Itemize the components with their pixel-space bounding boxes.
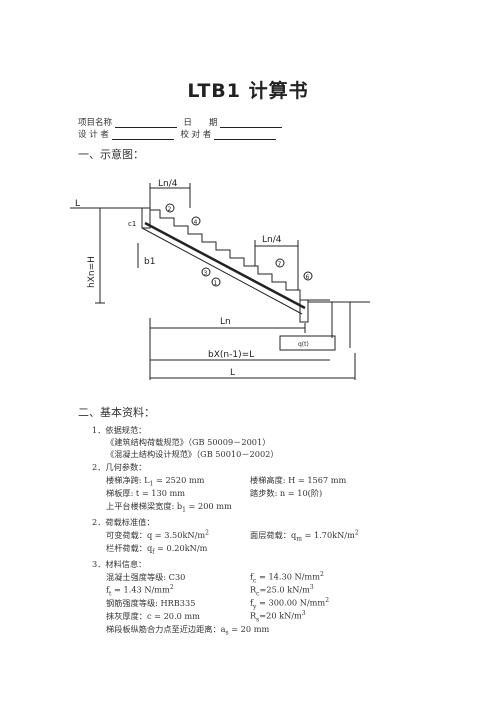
section-diagram-heading: 一、示意图： <box>78 148 144 161</box>
mat-as: 梯段板纵筋合力点至近边距离：as = 20 mm <box>106 624 270 637</box>
bottom-beam <box>299 299 309 323</box>
label-n1: 1 <box>214 280 218 287</box>
geo-n: 踏步数: n = 10(阶) <box>250 488 323 498</box>
meta-row-2: 设 计 者 校 对 者 <box>78 128 280 140</box>
marker-2 <box>165 203 175 213</box>
mat-rs: Rs=20 kN/m3 <box>250 610 306 624</box>
stair-diagram: L Ln/4 Ln/4 c1 b1 hXn=H Ln bX(n-1)=L L q… <box>70 179 370 380</box>
label-n2: 2 <box>168 206 172 213</box>
label-c1: c1 <box>128 220 136 228</box>
mat-ft: ft = 1.43 N/mm2 <box>106 584 174 598</box>
load-qm: 面层荷载：qm = 1.70kN/m2 <box>250 529 359 543</box>
spec-1: 《建筑结构荷载规范》（GB 50009－2001） <box>106 437 271 447</box>
label-q: q(t) <box>298 341 309 348</box>
load-qf: 栏杆荷载：qf = 0.20kN/m <box>106 543 208 556</box>
geo-b: 上平台楼梯梁宽度: b1 = 200 mm <box>106 501 232 514</box>
label-height: hXn=H <box>87 256 97 288</box>
marker-6 <box>303 271 313 281</box>
project-blank <box>114 118 177 128</box>
marker-7 <box>275 258 285 268</box>
checker-label: 校 对 者 <box>180 130 212 140</box>
mat-steel: 钢筋强度等级: HRB335 <box>106 598 196 608</box>
label-bn: bX(n-1)=L <box>208 350 254 360</box>
marker-1 <box>211 277 221 287</box>
label-ln4-top: Ln/4 <box>158 179 178 189</box>
designer-label: 设 计 者 <box>78 130 109 140</box>
geo-title: 2．几何参数： <box>92 462 147 472</box>
label-ln4-right: Ln/4 <box>262 235 282 245</box>
geo-h: 楼梯高度: H = 1567 mm <box>250 475 347 485</box>
mat-title: 3．材料信息： <box>92 559 147 569</box>
mat-fy: fy = 300.00 N/mm2 <box>250 597 330 611</box>
date-blank <box>220 118 283 128</box>
checker-blank <box>213 130 276 140</box>
top-beam <box>141 207 151 229</box>
label-n7: 7 <box>278 261 282 268</box>
marker-4 <box>191 216 201 226</box>
step-profile <box>150 209 330 301</box>
page-title: LTB1 计算书 <box>187 80 309 102</box>
label-l: L <box>230 368 235 378</box>
geo-t: 梯板厚: t = 130 mm <box>106 488 186 498</box>
label-n4: 4 <box>194 219 198 226</box>
label-n3: 3 <box>204 270 208 277</box>
specs-title: 1．依据规范： <box>92 425 147 435</box>
label-ln: Ln <box>220 317 231 327</box>
slab-bottom-line <box>141 227 303 315</box>
load-title: 2．荷载标准值： <box>92 517 155 527</box>
date-label: 日 期 <box>183 118 218 128</box>
mat-fc: fc = 14.30 N/mm2 <box>250 571 324 585</box>
section-basic-heading: 二、基本资料： <box>78 406 155 419</box>
load-q: 可变荷载：q = 3.50kN/m2 <box>106 529 209 540</box>
label-l-top: L <box>75 199 80 209</box>
mat-rc: Rc=25.0 kN/m3 <box>250 584 314 598</box>
marker-3 <box>201 267 211 277</box>
q-load-box <box>279 335 336 351</box>
designer-blank <box>111 130 174 140</box>
mat-c2: 抹灰厚度：c = 20.0 mm <box>106 611 200 621</box>
project-label: 项目名称 <box>78 118 113 128</box>
slab-line <box>144 221 306 310</box>
geo-ln: 楼梯净跨: L1 = 2520 mm <box>106 475 205 488</box>
meta-row-1: 项目名称 日 期 <box>78 116 286 128</box>
spec-2: 《混凝土结构设计规范》（GB 50010－2002） <box>106 449 279 459</box>
mat-c: 混凝土强度等级: C30 <box>106 572 186 582</box>
label-n6: 6 <box>306 274 310 281</box>
label-b1: b1 <box>144 257 155 267</box>
